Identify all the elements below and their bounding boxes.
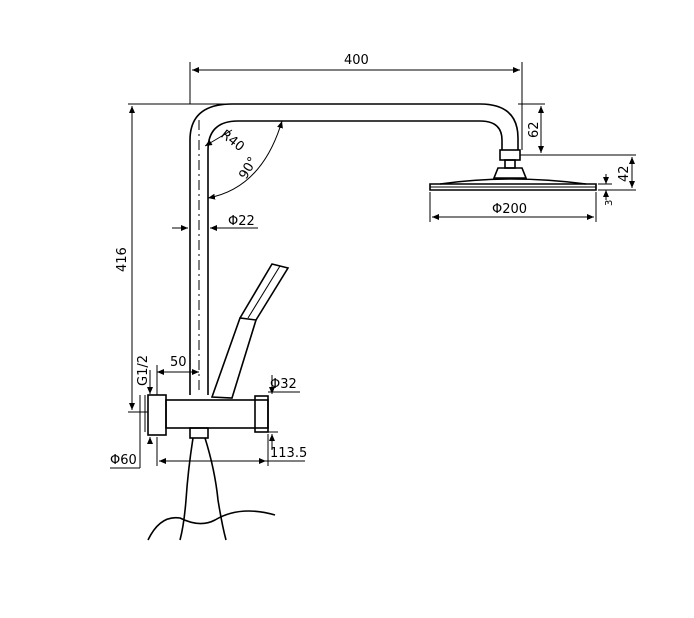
column-height-label: 416: [115, 247, 130, 272]
inlet-thread-label: G1/2: [136, 355, 151, 386]
pipe-diameter-label: Φ22: [228, 214, 255, 229]
head-diameter-label: Φ200: [492, 202, 527, 217]
valve-body: [147, 394, 269, 439]
head-height-label: 42: [617, 165, 632, 182]
hose: [147, 437, 276, 541]
head-edge-label: 3: [604, 200, 615, 206]
mount-offset-label: 50: [170, 355, 187, 370]
hand-shower: [210, 263, 290, 399]
head-drop-label: 62: [527, 121, 542, 138]
dimension-lines: [110, 62, 636, 469]
bend-angle-label: 90°: [236, 155, 261, 182]
shower-head: [429, 178, 597, 191]
flange-diameter-label: Φ60: [110, 453, 137, 468]
shower-arm: [479, 103, 528, 179]
valve-diameter-label: Φ32: [270, 377, 297, 392]
valve-length-label: 113.5: [270, 446, 307, 461]
bend-radius-label: R40: [218, 127, 247, 155]
arm-length-label: 400: [344, 53, 369, 68]
